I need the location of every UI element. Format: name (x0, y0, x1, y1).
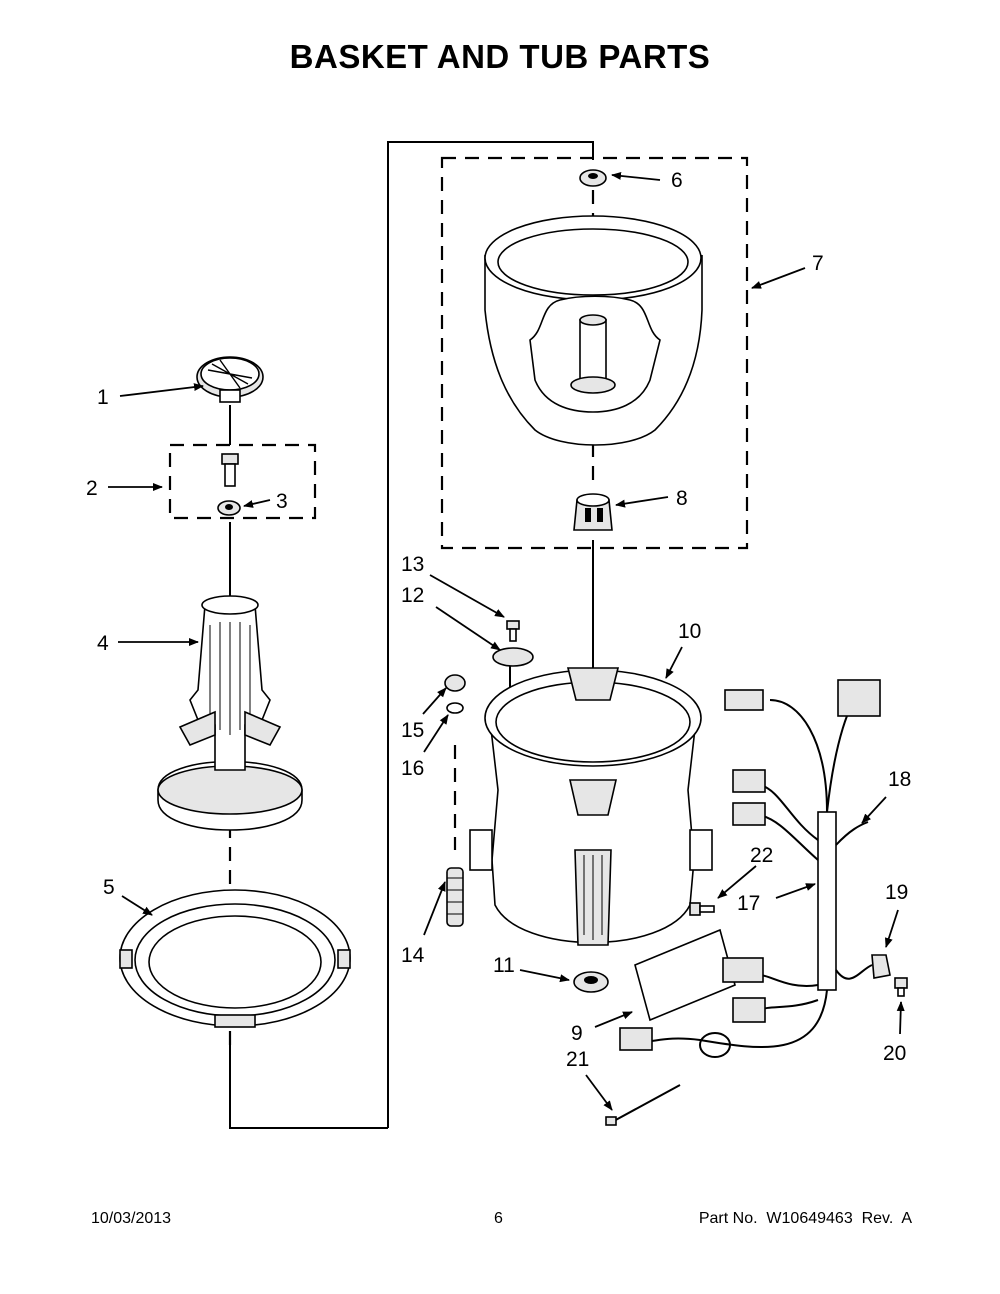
callout-18: 18 (888, 768, 911, 791)
footer-date: 10/03/2013 (91, 1210, 172, 1227)
leader-arrows (108, 171, 905, 1111)
callout-20: 20 (883, 1042, 906, 1065)
part-12-bracket (492, 647, 534, 667)
part-9-control-board (634, 928, 736, 1022)
part-19-clamp (835, 954, 891, 980)
part-17-wire-harness (619, 679, 881, 1058)
callout-9: 9 (571, 1022, 583, 1045)
callout-15: 15 (401, 719, 424, 742)
part-10-outer-tub (469, 667, 713, 946)
callout-17: 17 (737, 892, 760, 915)
part-20-screw (894, 977, 908, 997)
callout-1: 1 (97, 386, 109, 409)
part-6-hub-nut (579, 169, 607, 187)
callout-22: 22 (750, 844, 773, 867)
callout-5: 5 (103, 876, 115, 899)
callout-2: 2 (86, 477, 98, 500)
callout-11: 11 (493, 954, 515, 977)
callout-21: 21 (566, 1048, 589, 1071)
part-1-agitator-cap (196, 356, 264, 403)
part-16-gasket (446, 702, 464, 714)
part-18-hose-tube (835, 821, 869, 846)
callout-14: 14 (401, 944, 425, 967)
callout-6: 6 (671, 169, 683, 192)
part-3-washer (217, 500, 241, 516)
footer-page-number: 6 (494, 1210, 503, 1227)
callout-4: 4 (97, 632, 109, 655)
callout-10: 10 (678, 620, 701, 643)
part-15-cap (444, 674, 466, 692)
callout-19: 19 (885, 881, 908, 904)
part-5-balance-ring (119, 889, 351, 1028)
part-4-agitator (157, 595, 303, 831)
part-2-bolt (221, 453, 239, 487)
callout-labels: 1 2 3 4 5 6 7 8 9 10 11 12 13 14 15 16 1… (86, 169, 911, 1071)
part-13-screw (506, 620, 520, 642)
callout-13: 13 (401, 553, 424, 576)
part-21-cable-tie (605, 1084, 681, 1126)
bolt-kit-group-box (168, 443, 317, 520)
page-title: BASKET AND TUB PARTS (289, 38, 711, 75)
callout-7: 7 (812, 252, 824, 275)
part-11-tub-seal (573, 971, 609, 993)
callout-12: 12 (401, 584, 424, 607)
part-14-dome (446, 867, 464, 927)
part-22-screw (689, 902, 715, 916)
part-8-drive-block (573, 493, 613, 531)
callout-8: 8 (676, 487, 688, 510)
part-7-wash-basket (484, 215, 703, 446)
callout-3: 3 (276, 490, 288, 513)
footer-part-number: Part No. W10649463 Rev. A (698, 1210, 912, 1227)
callout-16: 16 (401, 757, 424, 780)
